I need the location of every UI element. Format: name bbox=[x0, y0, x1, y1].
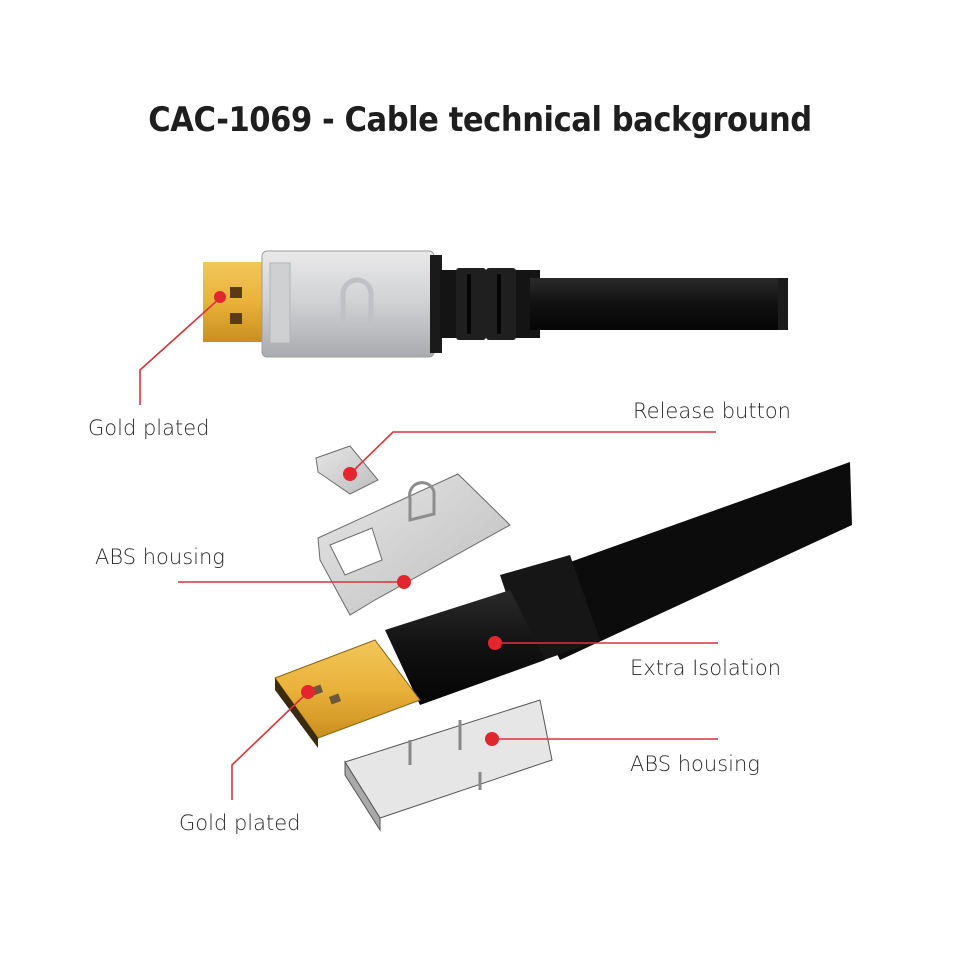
label-gold-plated-top: Gold plated bbox=[88, 416, 210, 440]
callout-dot-gold-top bbox=[214, 291, 226, 303]
callout-dot-abs-bottom bbox=[485, 732, 499, 746]
label-gold-plated-bottom: Gold plated bbox=[179, 811, 301, 835]
callout-dot-gold-bottom bbox=[301, 685, 315, 699]
label-extra-isolation: Extra Isolation bbox=[630, 656, 782, 680]
callout-dot-abs-top bbox=[397, 575, 411, 589]
assembled-connector bbox=[203, 250, 788, 358]
callout-dots bbox=[214, 291, 502, 746]
callout-dot-isolation bbox=[488, 636, 502, 650]
callout-lines bbox=[139, 297, 718, 800]
exploded-connector bbox=[274, 445, 852, 832]
label-release-button: Release button bbox=[633, 399, 791, 423]
label-abs-housing-top: ABS housing bbox=[95, 545, 225, 569]
page-title: CAC-1069 - Cable technical background bbox=[148, 100, 812, 140]
callout-dot-release bbox=[343, 467, 357, 481]
label-abs-housing-bottom: ABS housing bbox=[630, 752, 760, 776]
